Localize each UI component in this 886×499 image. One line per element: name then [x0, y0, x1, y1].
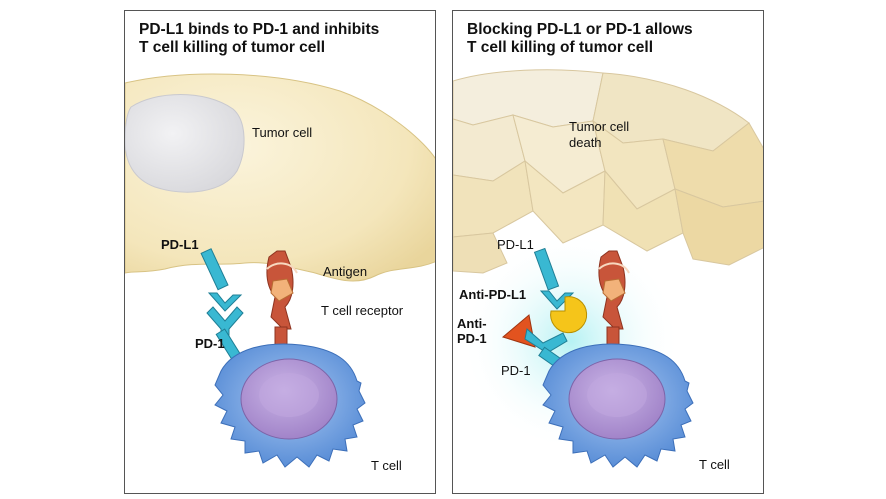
right-panel: Blocking PD-L1 or PD-1 allows T cell kil… — [452, 10, 764, 494]
left-panel-title: PD-L1 binds to PD-1 and inhibits T cell … — [139, 21, 429, 57]
t-cell-label: T cell — [699, 457, 730, 472]
left-illustration — [125, 73, 435, 468]
title-line-1: PD-L1 binds to PD-1 and inhibits — [139, 21, 380, 38]
pd-l1-label: PD-L1 — [161, 237, 199, 252]
right-illustration — [453, 69, 763, 468]
pd-1-label: PD-1 — [501, 363, 531, 378]
t-cell — [542, 343, 694, 468]
tumor-cell-fragments — [453, 69, 763, 274]
tumor-cell-nucleus — [125, 94, 245, 193]
tumor-cell-death-label-line-2: death — [569, 135, 602, 150]
tumor-cell-death-label-line-1: Tumor cell — [569, 119, 630, 134]
title-line-2: T cell killing of tumor cell — [467, 39, 654, 56]
anti-pd-1-label-line-1: Anti- — [457, 316, 487, 331]
anti-pd-1-label-line-2: PD-1 — [457, 331, 487, 346]
t-cell-label: T cell — [371, 458, 402, 473]
left-panel: PD-L1 binds to PD-1 and inhibits T cell … — [124, 10, 436, 494]
antigen — [602, 278, 626, 302]
t-cell — [214, 343, 366, 468]
title-line-2: T cell killing of tumor cell — [139, 39, 326, 56]
pd-l1-receptor — [200, 248, 243, 312]
pd-l1-receptor — [533, 247, 575, 310]
antigen-label: Antigen — [323, 264, 368, 279]
title-line-1: Blocking PD-L1 or PD-1 allows — [467, 21, 693, 38]
anti-pd-l1-antibody — [550, 296, 588, 334]
t-cell-receptor-label: T cell receptor — [321, 303, 404, 318]
pd-1-label: PD-1 — [195, 336, 225, 351]
t-cell-receptor — [266, 250, 298, 358]
anti-pd-l1-label: Anti-PD-L1 — [459, 287, 527, 302]
tumor-cell-label: Tumor cell — [252, 125, 313, 140]
antigen — [270, 278, 294, 302]
pd-l1-label: PD-L1 — [497, 237, 534, 252]
right-panel-title: Blocking PD-L1 or PD-1 allows T cell kil… — [467, 21, 757, 57]
